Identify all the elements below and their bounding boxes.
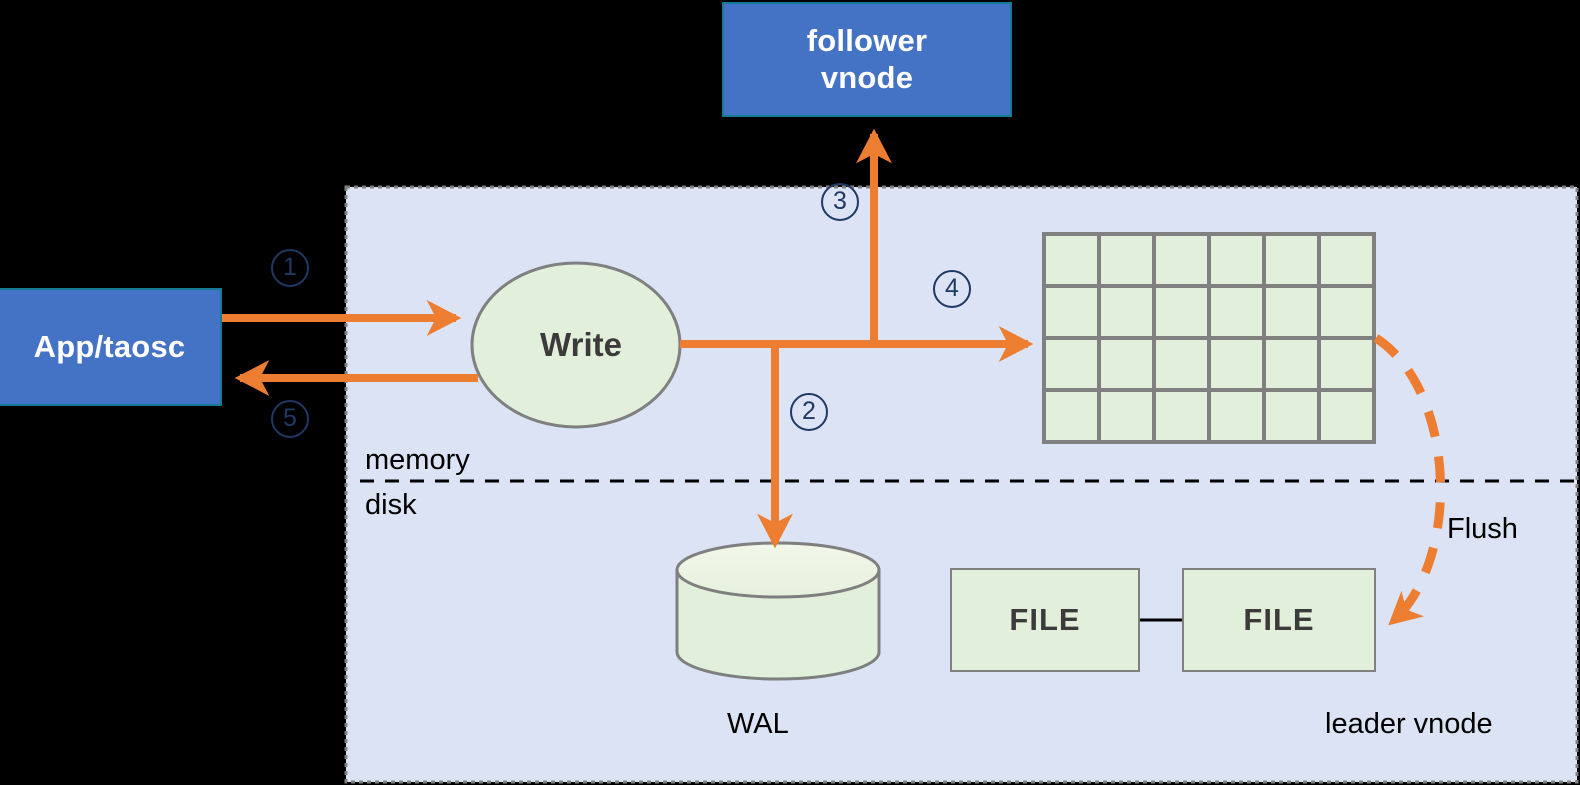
step-badge-3: 3: [821, 183, 859, 221]
write-node-shape: [470, 261, 682, 429]
memtable-grid: [1042, 232, 1376, 444]
wal-label: WAL: [727, 708, 789, 740]
step-badge-2: 2: [790, 393, 828, 431]
step-badge-5: 5: [271, 400, 309, 438]
step-badge-4: 4: [933, 270, 971, 308]
step-badge-1: 1: [271, 249, 309, 287]
disk-region-label: disk: [365, 489, 417, 521]
arrow-flush-memtable-to-file: [1373, 334, 1446, 626]
flush-label: Flush: [1447, 513, 1518, 545]
memory-region-label: memory: [365, 444, 470, 476]
wal-cylinder-shape: [675, 541, 881, 681]
leader-vnode-label: leader vnode: [1325, 708, 1493, 740]
